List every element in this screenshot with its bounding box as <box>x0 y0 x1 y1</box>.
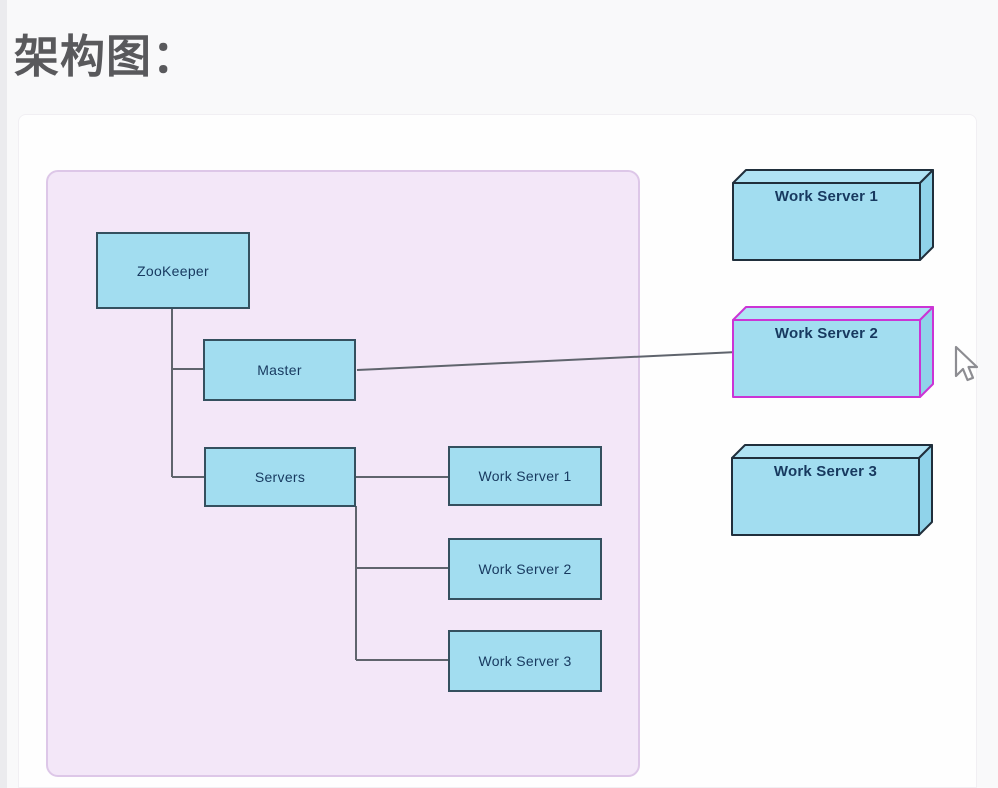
tree-node-work-server-1[interactable]: Work Server 1 <box>448 446 602 506</box>
deployment-node-work-server-1-label: Work Server 1 <box>774 188 879 205</box>
tree-node-servers[interactable]: Servers <box>204 447 356 507</box>
deployment-node-work-server-3[interactable]: Work Server 3 <box>719 440 939 540</box>
tree-node-master-label: Master <box>257 362 302 378</box>
tree-node-servers-label: Servers <box>254 469 306 485</box>
cube-shape-icon <box>732 306 934 398</box>
tree-node-work-server-1-label: Work Server 1 <box>478 468 572 484</box>
tree-node-work-server-2[interactable]: Work Server 2 <box>448 538 602 600</box>
cube-shape-icon <box>732 169 934 261</box>
tree-node-master[interactable]: Master <box>203 339 356 401</box>
left-gutter <box>0 0 7 788</box>
tree-node-work-server-3[interactable]: Work Server 3 <box>448 630 602 692</box>
deployment-node-work-server-2[interactable]: Work Server 2 <box>720 302 940 402</box>
tree-node-work-server-2-label: Work Server 2 <box>478 561 572 577</box>
tree-node-work-server-3-label: Work Server 3 <box>478 653 572 669</box>
deployment-node-work-server-2-label: Work Server 2 <box>774 325 879 342</box>
deployment-node-work-server-1[interactable]: Work Server 1 <box>720 165 940 265</box>
tree-node-zookeeper-label: ZooKeeper <box>137 262 209 279</box>
page-title: 架构图： <box>14 31 199 82</box>
tree-node-zookeeper[interactable]: ZooKeeper <box>96 232 250 309</box>
cube-shape-icon <box>731 444 933 536</box>
deployment-node-work-server-3-label: Work Server 3 <box>773 463 878 480</box>
